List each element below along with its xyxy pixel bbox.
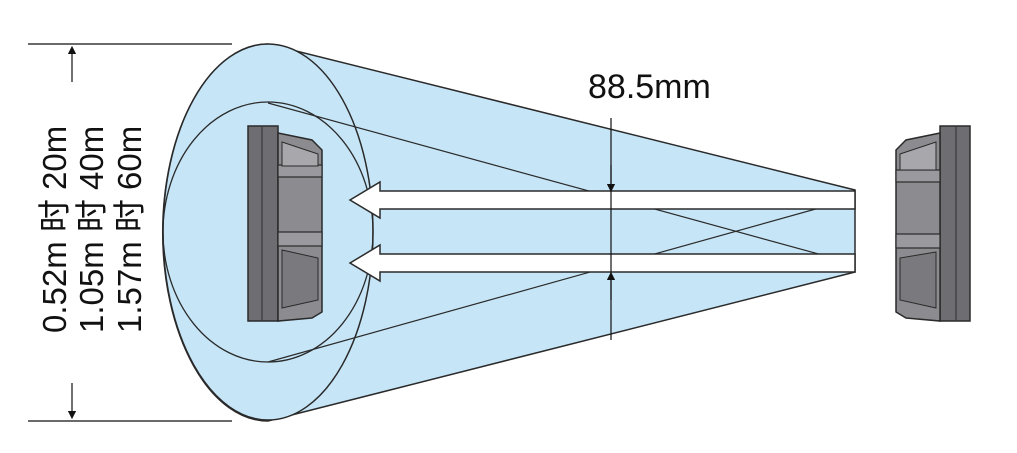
sensor-receiver-icon	[247, 125, 323, 322]
range-label-60m: 1.57m 时 60m	[111, 126, 148, 333]
sensor-emitter-icon	[895, 125, 971, 322]
height-dimension	[28, 43, 232, 422]
range-labels: 0.52m 时 20m 1.05m 时 40m 1.57m 时 60m	[36, 126, 148, 333]
arrow-left-icon	[348, 180, 856, 220]
beam-line-upper	[267, 102, 856, 265]
beam-spacing-label: 88.5mm	[588, 68, 711, 106]
range-label-40m: 1.05m 时 40m	[73, 126, 110, 333]
range-label-20m: 0.52m 时 20m	[36, 126, 73, 333]
beam-spacing-dimension: 88.5mm	[588, 68, 711, 340]
arrow-left-icon	[348, 243, 856, 283]
beam-line-lower	[267, 197, 856, 363]
